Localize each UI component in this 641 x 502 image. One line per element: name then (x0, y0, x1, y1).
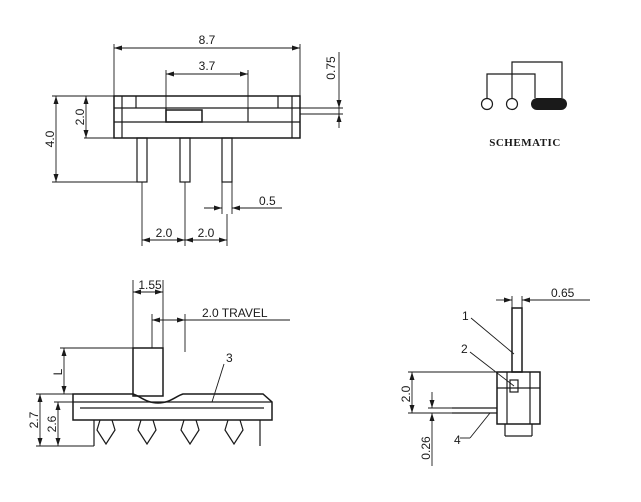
dim-L-label: L (51, 368, 65, 375)
dim-body-height-label: 2.0 (73, 108, 87, 125)
dim-lever-width: 1.55 (132, 278, 164, 348)
dim-pin-width-label: 0.5 (259, 194, 276, 208)
terminal-circle-1 (480, 97, 494, 111)
dim-pin-width: 0.5 (204, 182, 282, 214)
schematic: SCHEMATIC (480, 61, 567, 149)
dim-end-thickness: 0.26 (419, 392, 452, 466)
callout-1: 1 (462, 309, 515, 355)
dim-end-height-label: 2.0 (399, 385, 413, 402)
dim-end-height: 2.0 (399, 371, 497, 414)
dim-slot-width-label: 3.7 (199, 59, 216, 73)
top-view: 8.7 3.7 0.75 2.0 (43, 33, 343, 246)
dim-body-height: 2.0 (73, 95, 114, 139)
dim-pitch-right-label: 2.0 (198, 226, 215, 240)
dim-overhang-label: 0.75 (324, 56, 338, 80)
terminal-circle-2 (505, 97, 519, 111)
dim-slot-width: 3.7 (165, 59, 249, 108)
end-view-lever (511, 307, 523, 373)
callout-4-label: 4 (454, 433, 461, 447)
dim-travel-label: 2.0 TRAVEL (202, 306, 268, 320)
dim-pitch: 2.0 2.0 (141, 182, 228, 246)
dim-pitch-left-label: 2.0 (156, 226, 173, 240)
slider-contact (531, 98, 567, 110)
side-view-lever (132, 347, 164, 397)
dim-travel: 2.0 TRAVEL (151, 306, 290, 352)
callout-4: 4 (454, 412, 491, 447)
top-view-pins (136, 137, 233, 183)
callout-2: 2 (461, 342, 515, 387)
dim-overhang: 0.75 (324, 52, 342, 128)
side-view-body (72, 393, 273, 446)
callout-3-label: 3 (226, 351, 233, 365)
callout-2-label: 2 (461, 342, 468, 356)
callout-1-label: 1 (462, 309, 469, 323)
dim-overall-width: 8.7 (113, 33, 301, 96)
end-view: 0.65 2.0 0.26 1 2 (399, 286, 590, 466)
dim-L: L (51, 347, 133, 394)
side-view: 1.55 2.0 TRAVEL L (27, 278, 290, 447)
dim-total-height: 4.0 (43, 95, 137, 183)
dim-end-thickness-label: 0.26 (419, 436, 433, 460)
dim-height-a-label: 2.7 (27, 411, 41, 428)
end-view-body (496, 371, 541, 437)
dim-end-width: 0.65 (496, 286, 590, 308)
schematic-label: SCHEMATIC (489, 137, 561, 149)
dim-overall-width-label: 8.7 (199, 33, 216, 47)
dim-lever-width-label: 1.55 (138, 278, 162, 292)
dim-height-b-label: 2.6 (45, 415, 59, 432)
callout-3: 3 (211, 351, 233, 403)
top-view-body (113, 95, 343, 139)
dim-end-width-label: 0.65 (551, 286, 575, 300)
end-view-terminal (452, 407, 497, 414)
dim-heights: 2.7 2.6 (27, 393, 94, 447)
dim-total-height-label: 4.0 (43, 130, 57, 147)
